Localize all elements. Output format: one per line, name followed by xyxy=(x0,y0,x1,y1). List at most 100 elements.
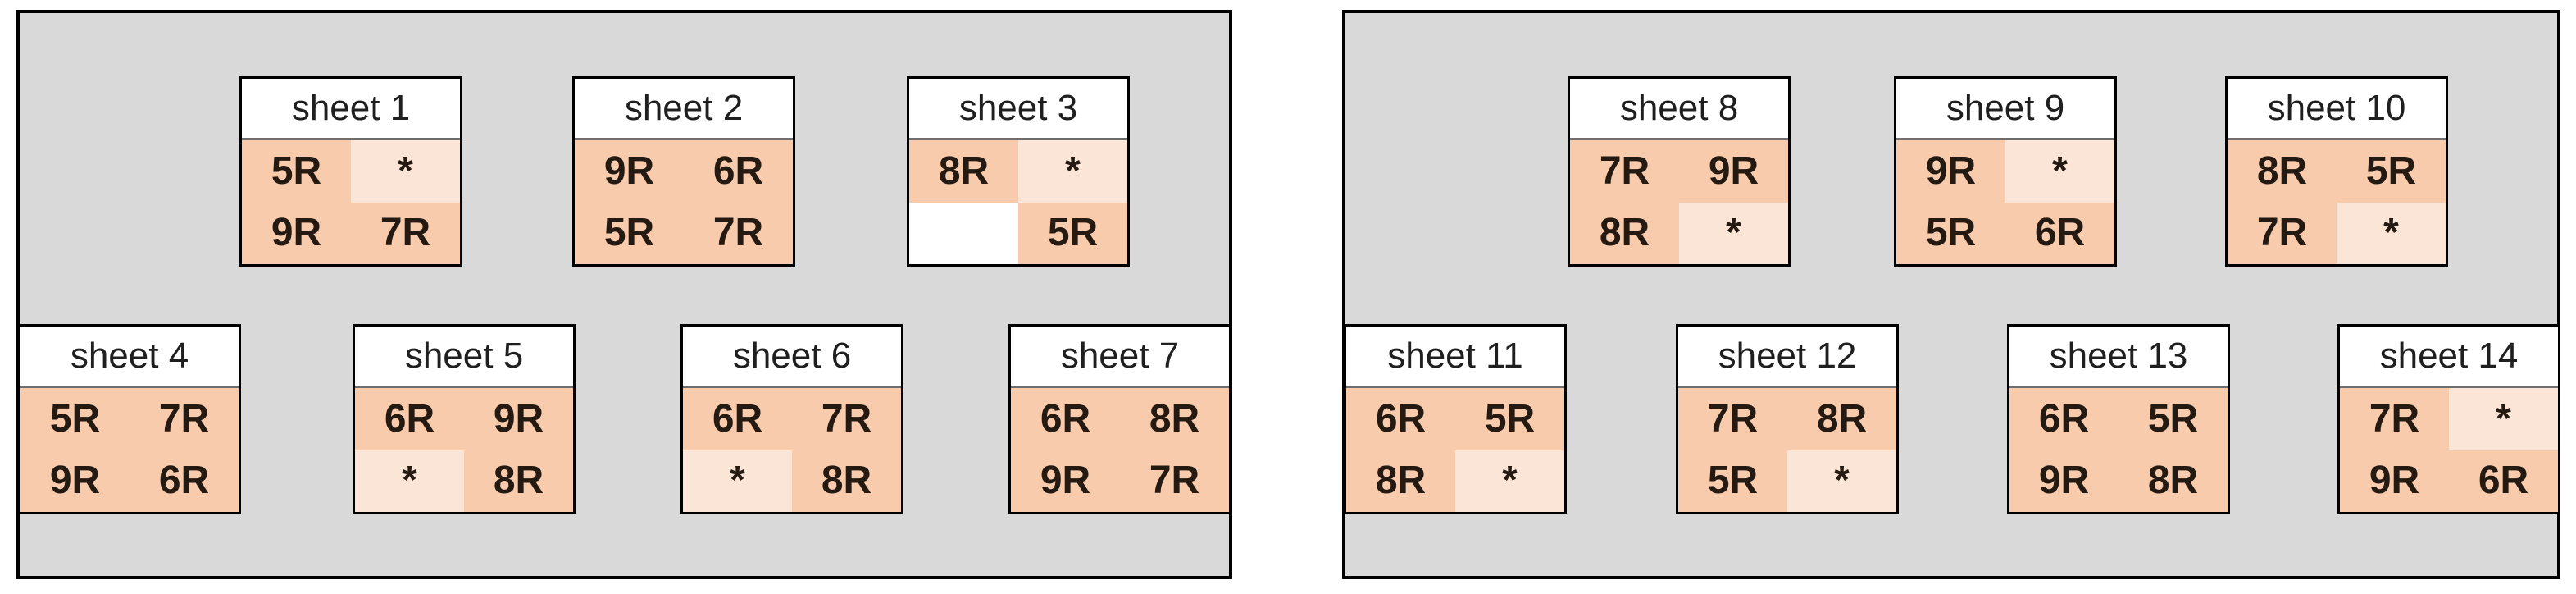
sheet-cell-top-right: 9R xyxy=(1679,140,1788,203)
sheet-cell-top-right: * xyxy=(1018,140,1127,203)
sheet-cell-bottom-right: * xyxy=(1787,450,1896,512)
sheet-title: sheet 10 xyxy=(2228,79,2446,140)
sheet-cell-grid: 6R 5R 9R 8R xyxy=(2009,388,2228,512)
sheet-cell-top-left: 5R xyxy=(20,388,130,450)
sheet-cell-top-left: 8R xyxy=(2228,140,2337,203)
sheet-box: sheet 2 9R 6R 5R 7R xyxy=(572,76,795,267)
sheet-box: sheet 14 7R * 9R 6R xyxy=(2337,324,2560,514)
sheet-cell-top-right: 6R xyxy=(684,140,793,203)
sheet-cell-bottom-right: * xyxy=(2337,202,2446,264)
sheet-cell-bottom-left: * xyxy=(683,450,792,512)
sheet-cell-grid: 9R * 5R 6R xyxy=(1896,140,2114,264)
sheet-cell-top-right: 7R xyxy=(130,388,239,450)
sheet-cell-bottom-right: 8R xyxy=(2119,450,2228,512)
sheet-box: sheet 4 5R 7R 9R 6R xyxy=(18,324,241,514)
sheet-cell-bottom-left: 9R xyxy=(242,202,351,264)
sheet-cell-top-right: 8R xyxy=(1787,388,1896,450)
sheet-box: sheet 9 9R * 5R 6R xyxy=(1894,76,2117,267)
sheet-box: sheet 13 6R 5R 9R 8R xyxy=(2007,324,2230,514)
sheet-title: sheet 9 xyxy=(1896,79,2114,140)
sheet-cell-grid: 8R 5R 7R * xyxy=(2228,140,2446,264)
sheet-cell-grid: 5R 7R 9R 6R xyxy=(20,388,239,512)
sheet-cell-grid: 6R 7R * 8R xyxy=(683,388,901,512)
panel-left: sheet 1 5R * 9R 7R sheet 2 9R 6R 5R 7R s… xyxy=(16,10,1232,579)
sheet-cell-bottom-right: 5R xyxy=(1018,202,1127,264)
sheet-cell-top-left: 7R xyxy=(2340,388,2449,450)
sheet-cell-grid: 5R * 9R 7R xyxy=(242,140,460,264)
sheet-cell-grid: 9R 6R 5R 7R xyxy=(575,140,793,264)
sheet-cell-top-left: 8R xyxy=(909,140,1018,203)
sheet-box: sheet 8 7R 9R 8R * xyxy=(1568,76,1791,267)
sheet-title: sheet 12 xyxy=(1678,327,1896,388)
sheet-cell-bottom-left: 5R xyxy=(575,202,684,264)
sheet-cell-top-left: 6R xyxy=(2009,388,2119,450)
sheet-title: sheet 14 xyxy=(2340,327,2558,388)
sheet-cell-top-right: 7R xyxy=(792,388,901,450)
sheet-cell-bottom-right: 8R xyxy=(792,450,901,512)
sheet-cell-bottom-right: 6R xyxy=(2449,450,2558,512)
sheet-cell-bottom-right: 6R xyxy=(130,450,239,512)
sheet-cell-top-left: 6R xyxy=(355,388,464,450)
sheet-box: sheet 1 5R * 9R 7R xyxy=(239,76,462,267)
sheet-cell-top-right: * xyxy=(2005,140,2114,203)
sheet-cell-top-left: 7R xyxy=(1678,388,1787,450)
sheet-title: sheet 13 xyxy=(2009,327,2228,388)
sheet-cell-top-left: 9R xyxy=(575,140,684,203)
sheet-cell-bottom-left: 7R xyxy=(2228,202,2337,264)
sheet-box: sheet 5 6R 9R * 8R xyxy=(353,324,576,514)
sheet-cell-bottom-right: 7R xyxy=(1120,450,1229,512)
sheet-cell-bottom-left: * xyxy=(355,450,464,512)
sheet-box: sheet 10 8R 5R 7R * xyxy=(2225,76,2448,267)
sheet-box: sheet 7 6R 8R 9R 7R xyxy=(1008,324,1231,514)
sheet-cell-top-left: 7R xyxy=(1570,140,1679,203)
sheet-box: sheet 12 7R 8R 5R * xyxy=(1676,324,1899,514)
sheet-cell-top-right: * xyxy=(351,140,460,203)
sheet-cell-grid: 6R 5R 8R * xyxy=(1346,388,1564,512)
sheet-cell-top-right: 5R xyxy=(2337,140,2446,203)
sheet-cell-bottom-left xyxy=(909,202,1018,264)
sheet-cell-top-right: * xyxy=(2449,388,2558,450)
sheet-cell-top-left: 5R xyxy=(242,140,351,203)
sheet-title: sheet 2 xyxy=(575,79,793,140)
sheet-cell-top-right: 5R xyxy=(2119,388,2228,450)
panel-right: sheet 8 7R 9R 8R * sheet 9 9R * 5R 6R sh… xyxy=(1342,10,2560,579)
sheet-title: sheet 3 xyxy=(909,79,1127,140)
sheet-box: sheet 11 6R 5R 8R * xyxy=(1344,324,1567,514)
sheet-cell-bottom-right: 7R xyxy=(351,202,460,264)
sheet-cell-top-left: 9R xyxy=(1896,140,2005,203)
sheet-cell-grid: 6R 8R 9R 7R xyxy=(1011,388,1229,512)
sheet-cell-top-right: 8R xyxy=(1120,388,1229,450)
sheet-cell-top-left: 6R xyxy=(1346,388,1455,450)
sheet-cell-bottom-right: 7R xyxy=(684,202,793,264)
sheet-box: sheet 3 8R * 5R xyxy=(907,76,1130,267)
sheet-cell-top-right: 5R xyxy=(1455,388,1564,450)
sheet-title: sheet 5 xyxy=(355,327,573,388)
sheet-cell-bottom-left: 8R xyxy=(1570,202,1679,264)
sheet-cell-top-right: 9R xyxy=(464,388,573,450)
sheet-cell-grid: 7R 8R 5R * xyxy=(1678,388,1896,512)
sheet-cell-bottom-left: 9R xyxy=(2009,450,2119,512)
sheet-title: sheet 1 xyxy=(242,79,460,140)
sheet-cell-bottom-right: 6R xyxy=(2005,202,2114,264)
sheet-title: sheet 11 xyxy=(1346,327,1564,388)
sheet-cell-top-left: 6R xyxy=(1011,388,1120,450)
sheet-cell-bottom-left: 8R xyxy=(1346,450,1455,512)
sheet-title: sheet 6 xyxy=(683,327,901,388)
sheet-title: sheet 8 xyxy=(1570,79,1788,140)
sheet-cell-grid: 7R 9R 8R * xyxy=(1570,140,1788,264)
sheet-cell-top-left: 6R xyxy=(683,388,792,450)
sheet-cell-bottom-right: 8R xyxy=(464,450,573,512)
sheet-cell-bottom-left: 5R xyxy=(1678,450,1787,512)
sheet-cell-bottom-right: * xyxy=(1679,202,1788,264)
sheet-cell-grid: 8R * 5R xyxy=(909,140,1127,264)
sheet-cell-bottom-left: 5R xyxy=(1896,202,2005,264)
sheet-cell-bottom-left: 9R xyxy=(1011,450,1120,512)
sheet-title: sheet 7 xyxy=(1011,327,1229,388)
sheet-cell-bottom-left: 9R xyxy=(2340,450,2449,512)
sheet-title: sheet 4 xyxy=(20,327,239,388)
sheet-cell-grid: 6R 9R * 8R xyxy=(355,388,573,512)
sheet-cell-grid: 7R * 9R 6R xyxy=(2340,388,2558,512)
sheet-box: sheet 6 6R 7R * 8R xyxy=(680,324,903,514)
sheet-cell-bottom-left: 9R xyxy=(20,450,130,512)
